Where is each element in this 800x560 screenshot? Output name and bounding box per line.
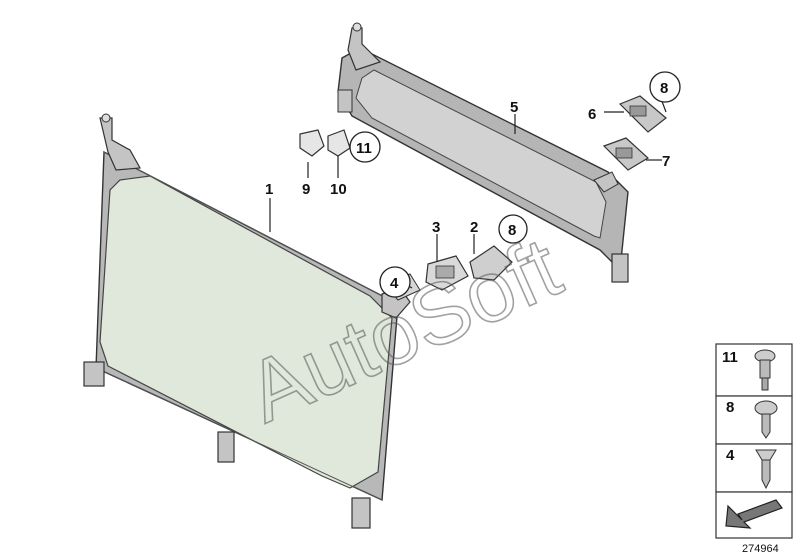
callout-9: 9: [302, 181, 310, 198]
leader-lines: [269, 95, 667, 289]
roller-cover-part: [337, 22, 629, 283]
shoulder-screw-icon: [754, 349, 776, 391]
callout-circle-8a: [649, 71, 681, 103]
callout-6: 6: [588, 106, 596, 123]
latch-part-7: [602, 137, 650, 171]
callout-circle-4: [379, 266, 411, 298]
pan-head-screw-icon: [754, 400, 778, 439]
callout-circle-11: [349, 131, 381, 163]
legend-number-4: 4: [726, 447, 735, 464]
callout-4: 4: [390, 275, 399, 292]
bracket-part-3: [425, 255, 469, 291]
latch-part-6: [618, 95, 667, 133]
legend-row-1: [715, 343, 793, 397]
callout-5: 5: [510, 99, 518, 116]
figure-id: 274964: [742, 543, 779, 555]
fastener-legend: 11 8 4: [715, 343, 793, 539]
direction-arrow-icon: [725, 499, 783, 529]
legend-number-11: 11: [722, 349, 738, 366]
clip-part-10: [327, 129, 351, 157]
callout-10: 10: [330, 181, 347, 198]
callout-2: 2: [470, 219, 478, 236]
countersunk-screw-icon: [755, 449, 777, 490]
clip-part-9: [299, 129, 325, 157]
callout-1: 1: [265, 181, 273, 198]
callout-8b: 8: [508, 222, 516, 239]
holder-part-2: [469, 245, 513, 281]
callout-11: 11: [356, 140, 372, 157]
callout-8a: 8: [660, 80, 668, 97]
legend-row-2: [715, 395, 793, 445]
callout-3: 3: [432, 219, 440, 236]
callout-circle-8b: [498, 214, 528, 244]
legend-number-8: 8: [726, 399, 734, 416]
callout-7: 7: [662, 153, 670, 170]
